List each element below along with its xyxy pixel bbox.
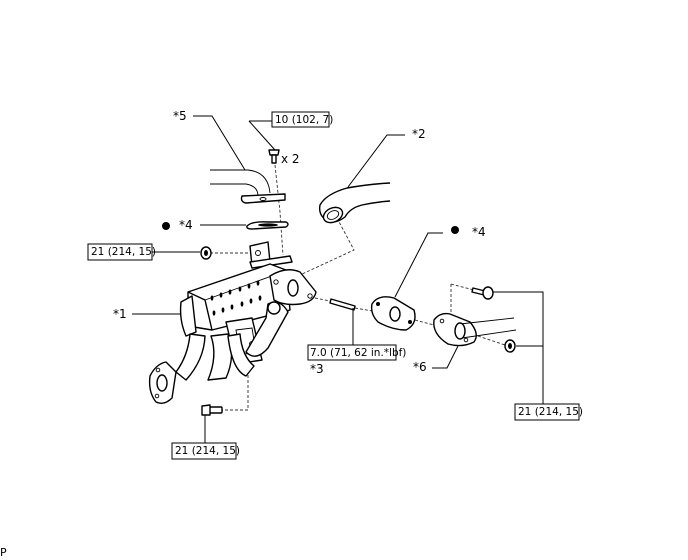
torque-value: 21 (214, 15): [175, 445, 240, 457]
bolt-left: [200, 246, 212, 260]
gasket-right: [370, 296, 416, 331]
stud-part3: [329, 298, 356, 311]
gasket-upper: [246, 221, 289, 230]
torque-value: 21 (214, 15): [518, 406, 583, 418]
torque-value: 10 (102, 7): [275, 114, 333, 126]
pipe-part6: [433, 312, 517, 347]
pipe-upper-part5: [210, 169, 286, 204]
assembly-guide-lines: [210, 164, 509, 411]
flange-bolt: [268, 149, 280, 164]
torque-box-bottom: 21 (214, 15): [171, 442, 240, 460]
torque-box-stud: 7.0 (71, 62 in.*lbf): [307, 344, 406, 361]
corner-mark: P: [0, 546, 7, 559]
pipe-part2: [318, 182, 391, 224]
leader-lines: [132, 115, 544, 443]
callout-part3: *3: [310, 362, 324, 376]
bullet-dot-left: [162, 222, 170, 230]
callout-part2: *2: [412, 127, 426, 141]
torque-value: 7.0 (71, 62 in.*lbf): [310, 347, 406, 359]
quantity-label: x 2: [281, 152, 300, 166]
callout-part5: *5: [173, 109, 187, 123]
callout-part1: *1: [113, 307, 127, 321]
callout-part4-left: *4: [179, 218, 193, 232]
bolt-bottom: [201, 404, 223, 416]
torque-box-right: 21 (214, 15): [514, 403, 583, 421]
torque-box-top: 10 (102, 7): [271, 111, 333, 128]
torque-value: 21 (214, 15): [91, 246, 156, 258]
torque-box-left: 21 (214, 15): [87, 243, 156, 261]
cooler-fins: [210, 280, 262, 316]
bolt-right-lower: [504, 339, 516, 353]
bullet-dot-right: [451, 226, 459, 234]
callout-part4-right: *4: [472, 225, 486, 239]
bolt-right-upper: [471, 286, 494, 300]
egr-cooler-part1: [148, 241, 317, 405]
callout-part6: *6: [413, 360, 427, 374]
